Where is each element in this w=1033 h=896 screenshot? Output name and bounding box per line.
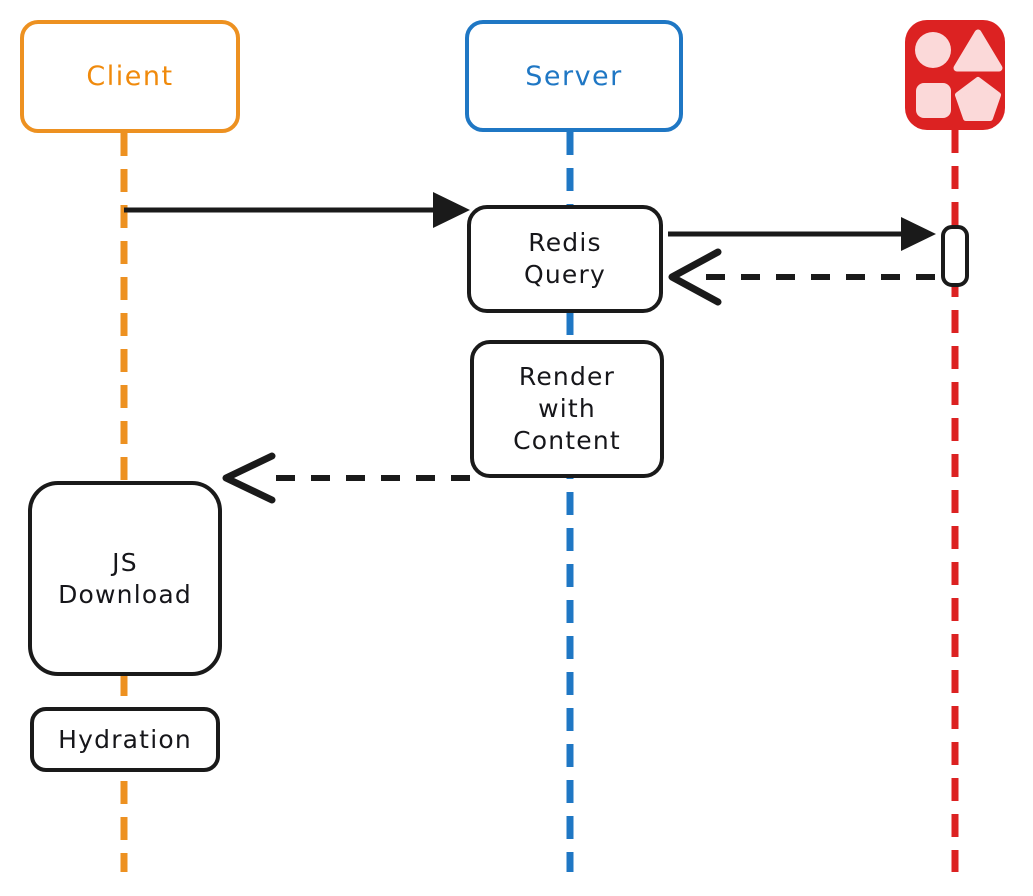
participant-client-label: Client bbox=[86, 61, 174, 92]
participant-redis[interactable] bbox=[905, 20, 1005, 130]
node-js-download-label: JS Download bbox=[58, 547, 192, 609]
node-render-content-label: Render with Content bbox=[513, 362, 621, 455]
msg-server-to-client bbox=[222, 452, 470, 504]
node-redis-query[interactable]: Redis Query bbox=[467, 205, 663, 313]
redis-logo-icon bbox=[905, 20, 1005, 130]
participant-server[interactable]: Server bbox=[465, 20, 683, 132]
msg-redis-to-server bbox=[668, 248, 935, 306]
node-redis-activation[interactable] bbox=[941, 225, 969, 287]
participant-client[interactable]: Client bbox=[20, 20, 240, 133]
participant-server-label: Server bbox=[525, 60, 623, 92]
node-render-content[interactable]: Render with Content bbox=[470, 340, 664, 478]
node-hydration-label: Hydration bbox=[58, 724, 192, 754]
node-redis-query-label: Redis Query bbox=[524, 228, 606, 289]
msg-server-to-redis bbox=[668, 217, 936, 251]
msg-client-to-server bbox=[124, 192, 470, 228]
node-js-download[interactable]: JS Download bbox=[28, 481, 222, 676]
node-hydration[interactable]: Hydration bbox=[30, 707, 220, 772]
